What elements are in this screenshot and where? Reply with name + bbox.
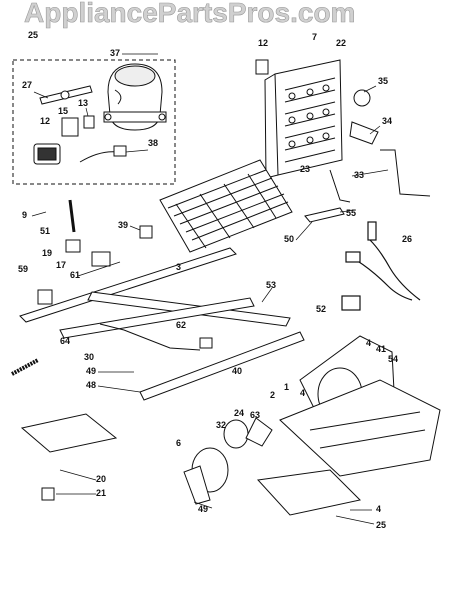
part-label: 4 [366,338,371,348]
part-62-spacer [199,337,213,349]
part-19-clip [65,239,81,253]
part-label: 25 [28,30,38,40]
part-label: 39 [118,220,128,230]
part-label: 17 [56,260,66,270]
part-label: 32 [216,420,226,430]
part-label: 6 [176,438,181,448]
part-label: 52 [316,304,326,314]
part-34-thermostat [349,121,379,145]
part-label: 40 [232,366,242,376]
part-label: 38 [148,138,158,148]
part-label: 54 [388,354,398,364]
watermark-text: AppliancePartsPros.com [24,0,355,28]
part-label: 37 [110,48,120,58]
part-51-tube [68,199,76,233]
part-23-tube [329,169,351,203]
part-label: 63 [250,410,260,420]
part-label: 24 [234,408,244,418]
part-label: 49 [86,366,96,376]
part-label: 34 [382,116,392,126]
part-label: 21 [96,488,106,498]
part-21-grommet [41,487,55,501]
part-label: 26 [402,234,412,244]
evaporator-coil [264,59,343,179]
part-label: 7 [312,32,317,42]
part-59-clip [37,289,53,305]
part-13-clip [83,115,95,129]
part-label: 4 [300,388,305,398]
part-label: 23 [300,164,310,174]
part-label: 25 [376,520,386,530]
part-label: 64 [60,336,70,346]
part-label: 9 [22,210,27,220]
part-label: 1 [284,382,289,392]
part-label: 12 [258,38,268,48]
part-label: 59 [18,264,28,274]
part-label: 50 [284,234,294,244]
part-label: 62 [176,320,186,330]
part-label: 53 [266,280,276,290]
part-33-bracket [380,149,431,197]
part-12-clip [255,59,269,75]
part-label: 35 [378,76,388,86]
part-label: 15 [58,106,68,116]
part-label: 12 [40,116,50,126]
part-15-relay [61,117,79,137]
condenser-coil [159,159,293,253]
part-35-damper [353,89,371,107]
part-64-spring [11,358,39,376]
part-label: 13 [78,98,88,108]
part-50-bracket [304,207,345,223]
part-label: 27 [22,80,32,90]
part-label: 55 [346,208,356,218]
part-label: 41 [376,344,386,354]
compressor [103,63,167,131]
fan-motor-assembly [183,417,273,505]
part-17-relay [91,251,111,267]
compressor-group-box [12,59,176,185]
part-label: 20 [96,474,106,484]
part-label: 49 [198,504,208,514]
part-25-drain-pan [256,469,362,516]
part-39-grommet [139,225,153,239]
base-frame [19,247,305,401]
part-label: 51 [40,226,50,236]
part-label: 3 [176,262,181,272]
part-label: 4 [376,504,381,514]
part-20-cover-plate [20,413,118,453]
part-26-wiring-harness [341,221,421,311]
part-label: 22 [336,38,346,48]
part-38-harness [79,145,127,163]
part-label: 48 [86,380,96,390]
leader-lines [31,53,389,525]
part-27-relay-rod [39,85,93,105]
part-label: 2 [270,390,275,400]
fan-shroud-base [279,335,441,477]
part-label: 30 [84,352,94,362]
part-12-capacitor [33,143,61,165]
part-label: 19 [42,248,52,258]
part-label: 61 [70,270,80,280]
